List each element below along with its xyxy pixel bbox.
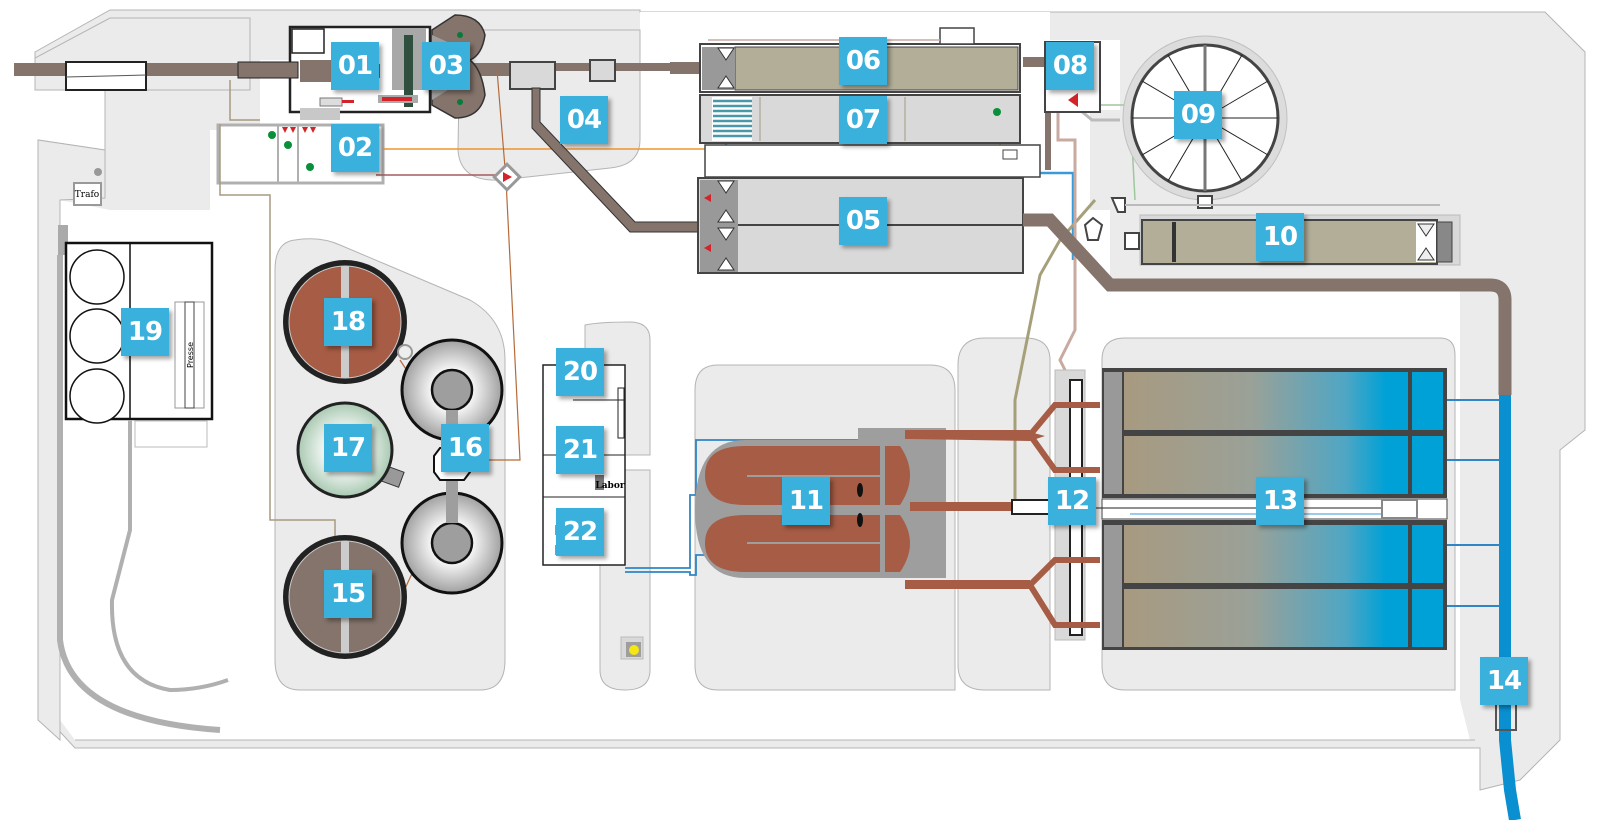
station-label-09[interactable]: 09 (1174, 91, 1222, 139)
station-label-03[interactable]: 03 (422, 42, 470, 90)
station-label-02[interactable]: 02 (331, 124, 379, 172)
trafo-text: Trafo (75, 190, 99, 200)
station-label-06[interactable]: 06 (839, 37, 887, 85)
station-label-05[interactable]: 05 (839, 197, 887, 245)
station-label-01[interactable]: 01 (331, 42, 379, 90)
station-label-07[interactable]: 07 (839, 96, 887, 144)
station-label-12[interactable]: 12 (1048, 477, 1096, 525)
station-label-21[interactable]: 21 (556, 426, 604, 474)
station-label-13[interactable]: 13 (1256, 477, 1304, 525)
station-label-11[interactable]: 11 (782, 477, 830, 525)
station-label-04[interactable]: 04 (560, 96, 608, 144)
labor-text: Labor (595, 481, 624, 491)
station-label-18[interactable]: 18 (324, 298, 372, 346)
station-label-08[interactable]: 08 (1046, 42, 1094, 90)
station-label-14[interactable]: 14 (1480, 657, 1528, 705)
station-label-22[interactable]: 22 (556, 508, 604, 556)
presse-text: Presse (186, 342, 195, 368)
station-label-16[interactable]: 16 (441, 424, 489, 472)
station-label-15[interactable]: 15 (324, 570, 372, 618)
inflow-distribution (492, 59, 706, 233)
station-label-17[interactable]: 17 (324, 424, 372, 472)
station-label-10[interactable]: 10 (1256, 213, 1304, 261)
station-label-19[interactable]: 19 (121, 308, 169, 356)
secondary-clarifiers (1090, 368, 1448, 650)
yellow-marker (620, 636, 644, 660)
station-label-20[interactable]: 20 (556, 348, 604, 396)
